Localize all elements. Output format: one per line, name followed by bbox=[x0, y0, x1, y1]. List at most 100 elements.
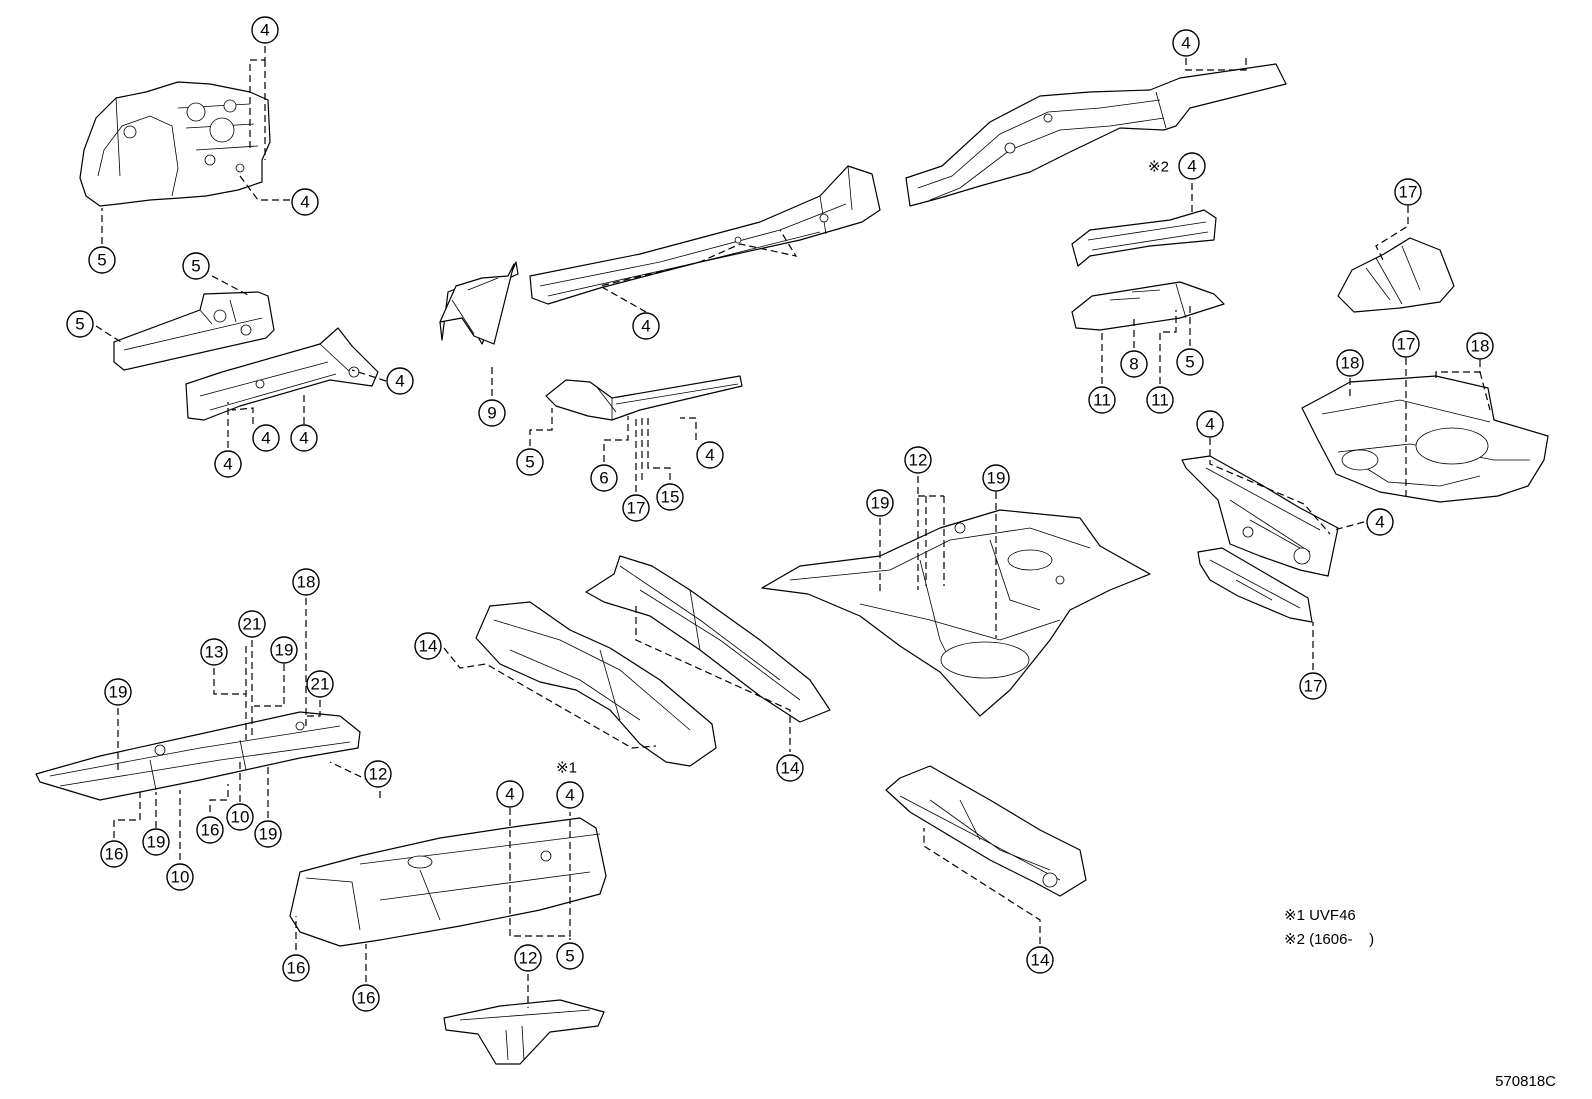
callout-c30[interactable]: 12 bbox=[904, 446, 932, 474]
callout-c04[interactable]: 5 bbox=[182, 252, 210, 280]
callout-c02[interactable]: 4 bbox=[291, 188, 319, 216]
svg-text:4: 4 bbox=[1205, 415, 1214, 434]
svg-text:14: 14 bbox=[419, 637, 438, 656]
callout-c38[interactable]: 19 bbox=[270, 636, 298, 664]
callout-c07[interactable]: 4 bbox=[252, 424, 280, 452]
svg-text:21: 21 bbox=[311, 675, 330, 694]
rear-side-member-part bbox=[905, 63, 1287, 207]
callout-c24[interactable]: 18 bbox=[1336, 349, 1364, 377]
svg-text:4: 4 bbox=[261, 429, 270, 448]
callout-c36[interactable]: 21 bbox=[238, 610, 266, 638]
callout-c41[interactable]: 12 bbox=[364, 760, 392, 788]
callout-c27[interactable]: 4 bbox=[1196, 410, 1224, 438]
callout-c35[interactable]: 18 bbox=[292, 568, 320, 596]
callout-c37[interactable]: 13 bbox=[200, 638, 228, 666]
callout-c23[interactable]: 5 bbox=[1176, 348, 1204, 376]
svg-text:21: 21 bbox=[243, 615, 262, 634]
callout-c39[interactable]: 21 bbox=[306, 670, 334, 698]
floor-side-member-14a-part bbox=[585, 555, 831, 723]
svg-text:5: 5 bbox=[565, 947, 574, 966]
svg-text:6: 6 bbox=[599, 469, 608, 488]
svg-text:10: 10 bbox=[231, 808, 250, 827]
floor-side-member-14b-part bbox=[475, 601, 717, 767]
dash-panel-part bbox=[289, 817, 607, 947]
svg-text:11: 11 bbox=[1093, 391, 1111, 410]
svg-text:16: 16 bbox=[287, 959, 306, 978]
svg-text:4: 4 bbox=[1187, 157, 1196, 176]
callout-c45[interactable]: 16 bbox=[196, 816, 224, 844]
svg-text:12: 12 bbox=[519, 949, 538, 968]
callout-c12[interactable]: 5 bbox=[516, 448, 544, 476]
svg-text:17: 17 bbox=[1399, 183, 1418, 202]
callout-c47[interactable]: 19 bbox=[254, 820, 282, 848]
callout-c46[interactable]: 10 bbox=[226, 803, 254, 831]
callout-c17[interactable]: 4 bbox=[1172, 29, 1200, 57]
svg-text:18: 18 bbox=[297, 573, 316, 592]
svg-text:4: 4 bbox=[299, 429, 308, 448]
svg-text:16: 16 bbox=[105, 845, 124, 864]
svg-text:18: 18 bbox=[1341, 354, 1360, 373]
callout-c08[interactable]: 4 bbox=[290, 424, 318, 452]
svg-text:4: 4 bbox=[395, 372, 404, 391]
svg-text:9: 9 bbox=[487, 404, 496, 423]
svg-text:5: 5 bbox=[191, 257, 200, 276]
front-wheel-house-part bbox=[79, 81, 271, 207]
callout-c50[interactable]: 5 bbox=[556, 942, 584, 970]
callout-c16[interactable]: 4 bbox=[696, 441, 724, 469]
mark-note2: ※2 bbox=[1148, 159, 1169, 176]
callout-c20[interactable]: 8 bbox=[1120, 350, 1148, 378]
svg-text:4: 4 bbox=[300, 193, 309, 212]
svg-text:16: 16 bbox=[357, 989, 376, 1008]
callout-c21[interactable]: 11 bbox=[1088, 386, 1116, 414]
note-2: ※2 (1606- ) bbox=[1284, 931, 1374, 948]
part-17-cover bbox=[1337, 237, 1455, 313]
callout-c54[interactable]: 14 bbox=[1026, 946, 1054, 974]
callout-c49[interactable]: 4 bbox=[556, 781, 584, 809]
callout-c09[interactable]: 4 bbox=[214, 450, 242, 478]
svg-text:5: 5 bbox=[75, 315, 84, 334]
callout-c19[interactable]: 17 bbox=[1394, 178, 1422, 206]
rear-reinforcement-part bbox=[1071, 209, 1217, 267]
callout-c52[interactable]: 16 bbox=[352, 984, 380, 1012]
svg-text:5: 5 bbox=[1185, 353, 1194, 372]
mark-note1: ※1 bbox=[556, 760, 577, 777]
callout-c28[interactable]: 4 bbox=[1366, 508, 1394, 536]
svg-text:15: 15 bbox=[661, 488, 680, 507]
callout-c31[interactable]: 19 bbox=[866, 489, 894, 517]
svg-text:4: 4 bbox=[1181, 34, 1190, 53]
callout-c13[interactable]: 6 bbox=[590, 464, 618, 492]
callout-c33[interactable]: 14 bbox=[414, 632, 442, 660]
callout-c18[interactable]: 4 bbox=[1178, 152, 1206, 180]
callout-c34[interactable]: 14 bbox=[776, 754, 804, 782]
svg-text:※2: ※2 bbox=[1148, 159, 1169, 176]
svg-text:14: 14 bbox=[781, 759, 800, 778]
callout-c43[interactable]: 19 bbox=[142, 828, 170, 856]
callout-c42[interactable]: 16 bbox=[100, 840, 128, 868]
callout-c25[interactable]: 17 bbox=[1392, 330, 1420, 358]
callout-c10[interactable]: 4 bbox=[632, 312, 660, 340]
front-side-member-part bbox=[185, 327, 379, 421]
callout-c53[interactable]: 12 bbox=[514, 944, 542, 972]
svg-text:18: 18 bbox=[1471, 337, 1490, 356]
svg-text:11: 11 bbox=[1151, 391, 1169, 410]
callout-c48[interactable]: 4 bbox=[496, 780, 524, 808]
svg-text:19: 19 bbox=[259, 825, 278, 844]
callout-c44[interactable]: 10 bbox=[166, 863, 194, 891]
callout-c11[interactable]: 9 bbox=[478, 399, 506, 427]
callout-c03[interactable]: 5 bbox=[88, 246, 116, 274]
callout-c14[interactable]: 17 bbox=[622, 494, 650, 522]
callout-c22[interactable]: 11 bbox=[1146, 386, 1174, 414]
callout-c06[interactable]: 4 bbox=[386, 367, 414, 395]
callout-c32[interactable]: 19 bbox=[982, 464, 1010, 492]
svg-text:17: 17 bbox=[1397, 335, 1416, 354]
svg-text:8: 8 bbox=[1129, 355, 1138, 374]
callout-c29[interactable]: 17 bbox=[1299, 672, 1327, 700]
callout-c40[interactable]: 19 bbox=[104, 678, 132, 706]
callout-c26[interactable]: 18 bbox=[1466, 332, 1494, 360]
rear-panel-part bbox=[1181, 455, 1339, 577]
callout-c15[interactable]: 15 bbox=[656, 483, 684, 511]
callout-c01[interactable]: 4 bbox=[251, 16, 279, 44]
callout-c05[interactable]: 5 bbox=[66, 310, 94, 338]
callout-c51[interactable]: 16 bbox=[282, 954, 310, 982]
